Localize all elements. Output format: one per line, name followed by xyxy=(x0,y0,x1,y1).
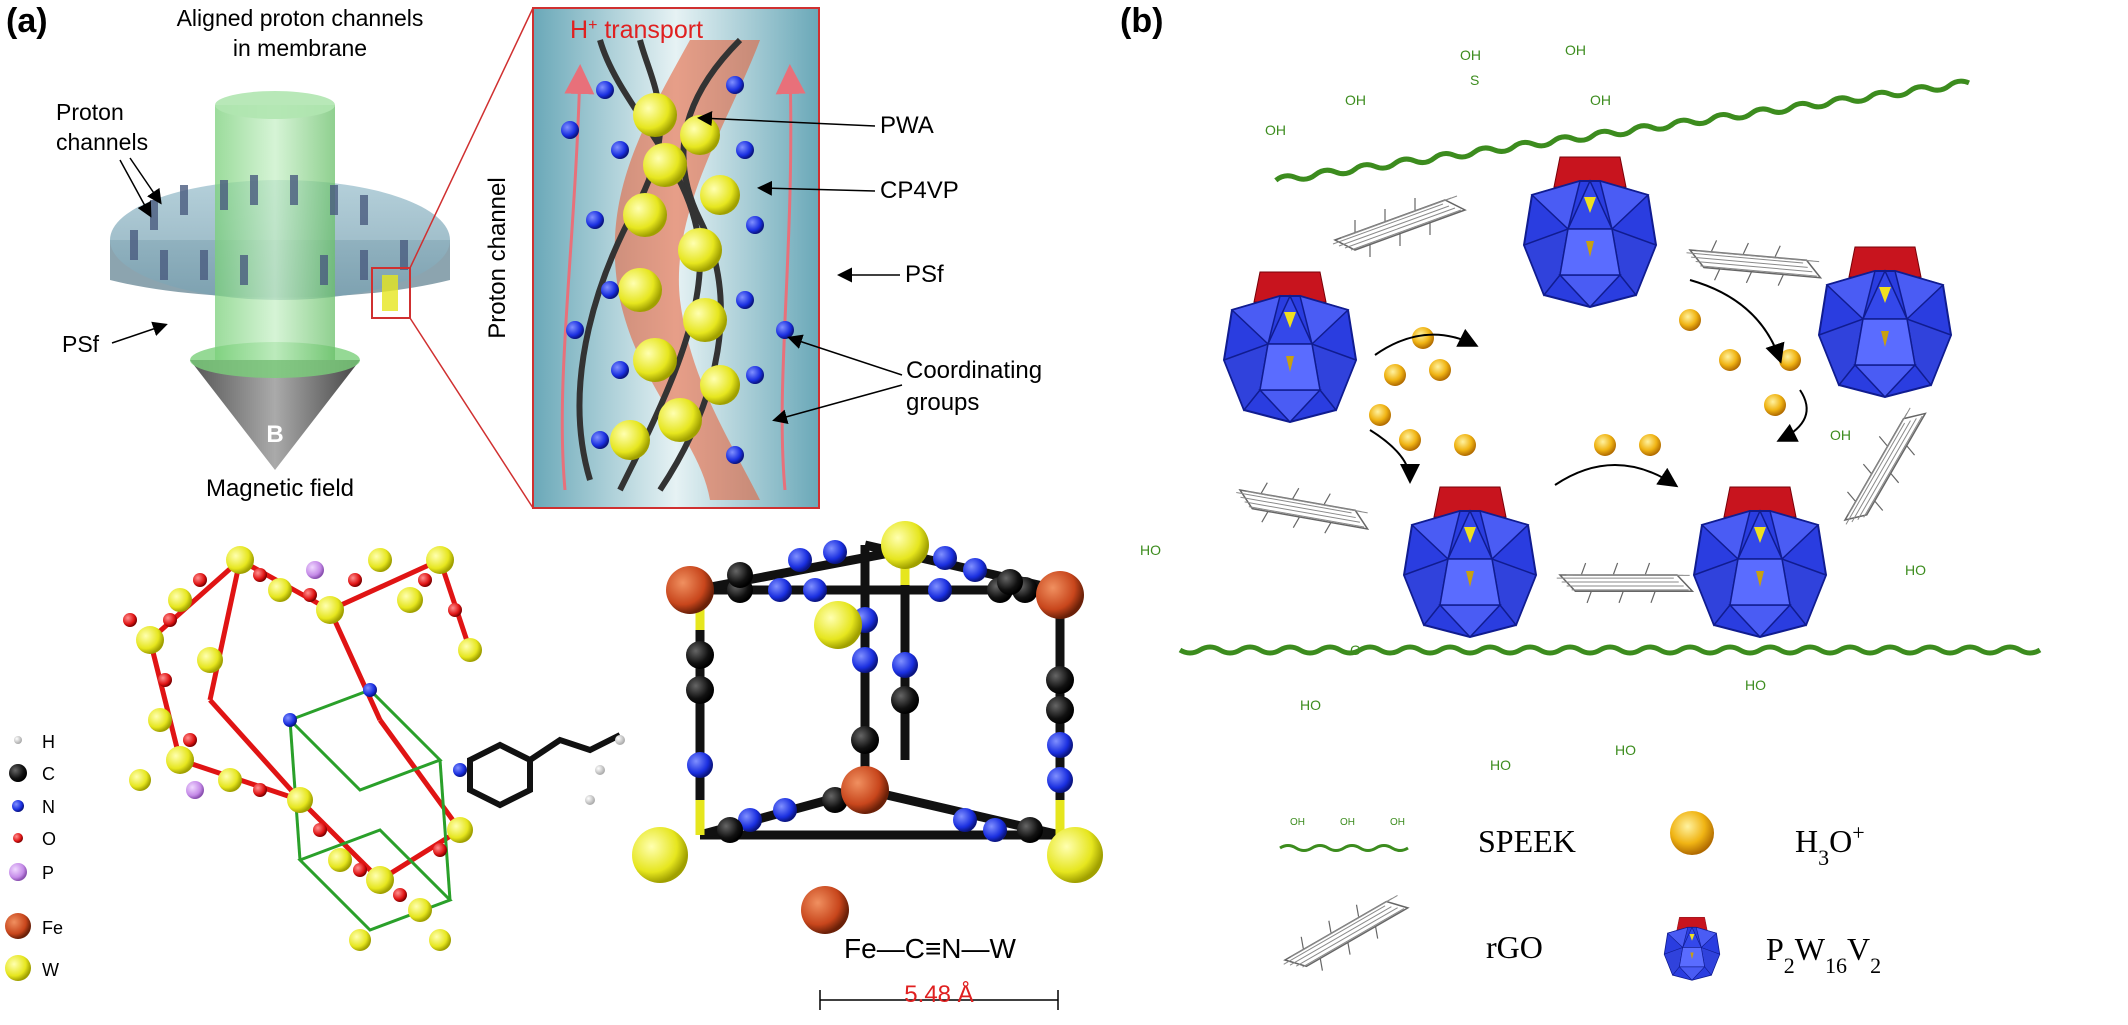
sulfonate-ho-2: HO xyxy=(1300,697,1321,713)
legend-atom-h xyxy=(14,736,22,744)
magnetic-field-label: Magnetic field xyxy=(206,475,354,502)
sulfonate-oh-6: OH xyxy=(1830,427,1851,443)
rgo-legend-icon xyxy=(1274,893,1417,978)
field-cone xyxy=(190,360,360,470)
sulfonate-oh-2: OH xyxy=(1345,92,1366,108)
sulfonate-groups: OH S OH OH OH OH OH HO HO HO HO HO HO O xyxy=(1140,42,1926,773)
legend-atom-o xyxy=(13,833,23,843)
zoom-box xyxy=(371,267,411,319)
h3o-legend-icon xyxy=(1670,811,1714,855)
transfer-arrows xyxy=(1369,279,1808,488)
legend-label-o: O xyxy=(42,829,56,849)
h3o-ions xyxy=(1369,309,1801,456)
sulfonate-o-1: O xyxy=(1350,642,1361,658)
speek-icon-oh-2: OH xyxy=(1340,817,1355,828)
coordinating-groups-label-line2: groups xyxy=(906,389,979,416)
coordinating-groups-label-line1: Coordinating xyxy=(906,357,1042,384)
sulfonate-ho-4: HO xyxy=(1615,742,1636,758)
sulfonate-ho-6: HO xyxy=(1745,677,1766,693)
proton-channel-label: Proton channel xyxy=(484,177,511,338)
legend-label-w: W xyxy=(42,960,59,980)
legend-label-c: C xyxy=(42,764,55,784)
speek-legend-icon: OH OH OH xyxy=(1279,817,1409,852)
speek-icon-oh-3: OH xyxy=(1390,817,1405,828)
panel-b-label: (b) xyxy=(1120,2,1163,40)
speek-icon-oh-1: OH xyxy=(1290,817,1305,828)
h3o-legend-label: H3O+ xyxy=(1795,820,1865,870)
atom-legend: H C N O P Fe W xyxy=(5,732,63,981)
legend-atom-p xyxy=(9,863,27,881)
proton-channels-label-line1: Proton xyxy=(56,99,124,125)
h-transport-label: H+ transport xyxy=(570,16,703,44)
sulfonate-oh-4: OH xyxy=(1590,92,1611,108)
membrane-title-line1: Aligned proton channels xyxy=(177,5,424,31)
legend-atom-n xyxy=(12,800,24,812)
sulfonate-oh-3: OH xyxy=(1565,42,1586,58)
legend-atom-w xyxy=(5,955,31,981)
pom-clusters xyxy=(1223,156,1952,638)
sulfonate-ho-1: HO xyxy=(1140,542,1161,558)
cyanide-cube: Fe—C≡N—W 5.48 Å xyxy=(632,521,1103,1010)
legend-atom-fe xyxy=(5,913,31,939)
membrane-schematic: Aligned proton channels in membrane B Pr… xyxy=(56,5,534,509)
crystal-structure xyxy=(123,546,625,951)
sulfonate-s-1: S xyxy=(1470,72,1479,88)
coordinating-group-spheres xyxy=(561,76,794,464)
b-field-label: B xyxy=(266,421,283,448)
bond-distance-label: 5.48 Å xyxy=(904,980,973,1008)
cyanide-bridge-formula: Fe—C≡N—W xyxy=(844,933,1016,964)
legend-label-p: P xyxy=(42,863,54,883)
field-cylinder xyxy=(215,105,335,360)
proton-channels-label-line2: channels xyxy=(56,129,148,155)
sulfonate-oh-5: OH xyxy=(1265,122,1286,138)
panel-b-legend: OH OH OH SPEEK H3O+ rGO P2W16V2 xyxy=(1274,811,1881,981)
pom-legend-label: P2W16V2 xyxy=(1766,931,1881,978)
legend-label-fe: Fe xyxy=(42,918,63,938)
psf-label-membrane: PSf xyxy=(62,331,100,357)
speek-chains xyxy=(1178,78,2042,656)
sulfonate-oh-1: OH xyxy=(1460,47,1481,63)
rgo-legend-label: rGO xyxy=(1486,929,1543,965)
sulfonate-ho-5: HO xyxy=(1905,562,1926,578)
legend-label-h: H xyxy=(42,732,55,752)
membrane-title-line2: in membrane xyxy=(233,35,367,61)
pwa-label: PWA xyxy=(880,112,934,139)
pom-legend-icon xyxy=(1663,916,1721,981)
sulfonate-ho-3: HO xyxy=(1490,757,1511,773)
speek-legend-label: SPEEK xyxy=(1478,823,1576,859)
channel-inset: H+ transport Proton channel PWA CP4VP PS… xyxy=(484,7,1042,509)
pwa-spheres xyxy=(610,93,740,460)
psf-label-inset: PSf xyxy=(905,261,944,288)
panel-a-label: (a) xyxy=(6,2,48,40)
legend-label-n: N xyxy=(42,797,55,817)
cp4vp-label: CP4VP xyxy=(880,177,959,204)
channel-dots xyxy=(130,175,408,285)
legend-atom-c xyxy=(9,764,27,782)
